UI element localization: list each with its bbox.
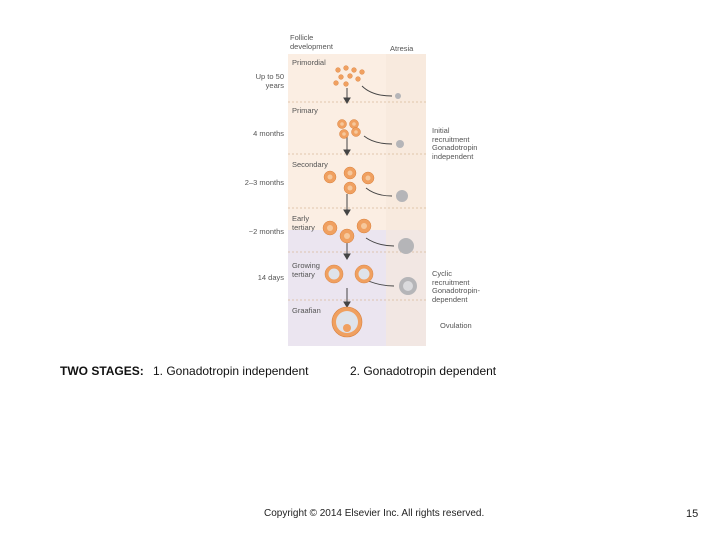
primordial-follicle: [333, 80, 339, 86]
stage-label-graafian: Graafian: [292, 306, 321, 315]
atresia-arrow-1: [361, 85, 393, 97]
atresia-arrow-3: [365, 187, 393, 197]
caption-stage-2: 2. Gonadotropin dependent: [350, 364, 497, 378]
stage-label-growing-tertiary: Growing tertiary: [292, 261, 320, 279]
primordial-follicle: [338, 74, 344, 80]
page-number: 15: [686, 508, 699, 520]
duration-early-tertiary: ~2 months: [248, 227, 284, 236]
primordial-follicle: [359, 69, 365, 75]
arrow-down-5: [343, 301, 351, 308]
note-ovulation: Ovulation: [440, 321, 472, 330]
atresia-arrow-2: [363, 135, 393, 145]
atresia-arrow-4: [365, 237, 395, 247]
stage-label-early-tertiary: Early tertiary: [292, 214, 315, 232]
stage-label-secondary: Secondary: [292, 160, 328, 169]
arrow-down-3: [343, 209, 351, 216]
primordial-follicle: [355, 76, 361, 82]
atretic-follicle: [398, 238, 414, 254]
note-initial-recruitment: Initial recruitment Gonadotropin indepen…: [432, 126, 478, 161]
arrow-down-1: [343, 97, 351, 104]
header-atresia: Atresia: [390, 44, 414, 53]
duration-secondary: 2–3 months: [244, 178, 284, 187]
primordial-follicle: [351, 67, 357, 73]
atretic-follicle: [396, 190, 408, 202]
arrow-down-4: [343, 253, 351, 260]
caption-lead-text: TWO STAGES:: [60, 364, 144, 378]
copyright-notice: Copyright © 2014 Elsevier Inc. All right…: [264, 508, 485, 519]
duration-growing-tertiary: 14 days: [257, 273, 284, 282]
caption-lead: TWO STAGES:: [60, 364, 144, 378]
arrow-down-2: [343, 149, 351, 156]
follicle-development-figure: Follicle development Atresia Primordial …: [240, 30, 485, 348]
caption-stage-1: 1. Gonadotropin independent: [153, 364, 309, 378]
primordial-follicle: [343, 81, 349, 87]
atretic-follicle: [396, 140, 404, 148]
stage-label-primordial: Primordial: [292, 58, 326, 67]
duration-primordial: Up to 50 years: [255, 72, 284, 90]
figure-graphics: [288, 54, 426, 346]
atretic-follicle: [395, 93, 401, 99]
duration-primary: 4 months: [253, 129, 284, 138]
primordial-follicle: [343, 65, 349, 71]
primordial-follicle: [335, 67, 341, 73]
note-cyclic-recruitment: Cyclic recruitment Gonadotropin-dependen…: [432, 269, 480, 304]
primordial-follicle: [347, 73, 353, 79]
header-development: Follicle development: [290, 33, 333, 51]
stage-label-primary: Primary: [292, 106, 318, 115]
